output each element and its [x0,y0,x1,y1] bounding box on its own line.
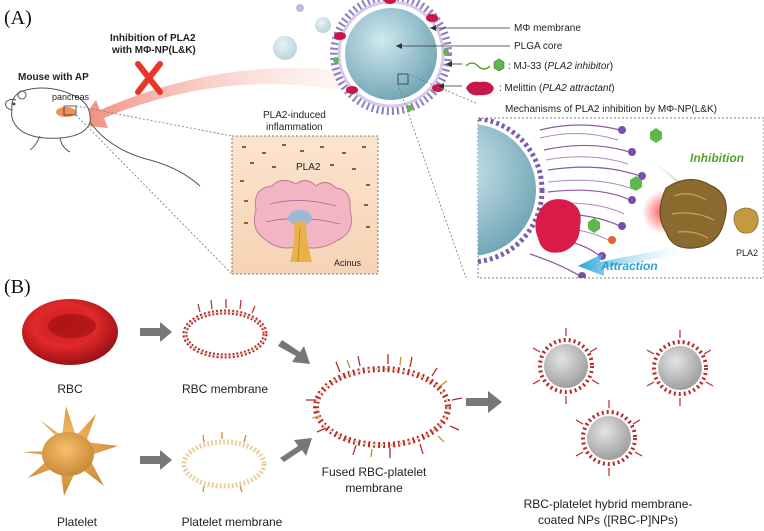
hybrid-np-icon [646,330,714,406]
platelet-icon [22,406,118,496]
hybrid-label-line1: RBC-platelet hybrid membrane- [524,497,693,511]
acinus-illustration [253,180,352,263]
inhibition-arrow [78,67,340,128]
panel-a-label: (A) [4,7,32,29]
label-mj33: : MJ-33 (PLA2 inhibitor) [508,61,613,72]
inset-acinus-label: Acinus [334,258,362,268]
x-mark-icon [135,61,163,95]
arrow-icon [280,438,312,462]
platelet-label: Platelet [57,515,98,529]
pla2-particles [240,144,370,228]
arrow-icon [140,450,172,470]
pancreas-box [63,105,77,116]
label-melittin: : Melittin (PLA2 attractant) [499,83,615,94]
label-mphi-membrane: MΦ membrane [514,23,581,34]
pla2-label: PLA2 [736,248,758,258]
arrow-icon [466,391,502,413]
hybrid-np-icon [575,400,643,476]
panel-b-label: (B) [4,276,31,298]
mouse-icon [5,87,201,187]
arrow-icon [278,340,310,364]
label-plga-core: PLGA core [514,41,563,52]
hybrid-label-line2: coated NPs ([RBC-P]NPs) [538,513,678,527]
rbc-icon [22,299,118,365]
inhibition-title-line2: with MΦ-NP(L&K) [111,45,196,56]
inhibition-title-line1: Inhibition of PLA2 [110,33,196,44]
inset-title-line2: inflammation [266,122,323,133]
floating-np [296,4,304,12]
pancreas-label: pancreas [52,92,90,102]
rbc-membrane-label: RBC membrane [182,382,268,396]
arrow-icon [140,322,172,342]
mechanism-title: Mechanisms of PLA2 inhibition by MΦ-NP(L… [505,104,717,115]
attraction-label: Attraction [600,259,658,273]
rbc-label: RBC [57,382,83,396]
floating-np [315,17,331,33]
platelet-membrane-label: Platelet membrane [182,515,283,529]
melittin-icon [466,81,494,96]
mouse-label: Mouse with AP [18,72,89,83]
macrophage-nanoparticle [330,0,452,115]
pancreas-highlight [56,107,76,117]
mj33-icon [465,62,491,70]
rbc-membrane-icon [182,299,268,359]
platelet-membrane-icon [181,432,267,493]
inset-title-line1: PLA2-induced [263,110,326,121]
fused-label-line2: membrane [345,481,403,495]
fused-label-line1: Fused RBC-platelet [322,465,427,479]
mechanism-illustration [478,118,759,278]
inhibition-label: Inhibition [690,151,744,165]
fused-membrane-icon [306,354,463,458]
floating-np [273,36,297,60]
hybrid-np-icon [532,328,600,404]
inset-pla2-label: PLA2 [296,162,321,173]
